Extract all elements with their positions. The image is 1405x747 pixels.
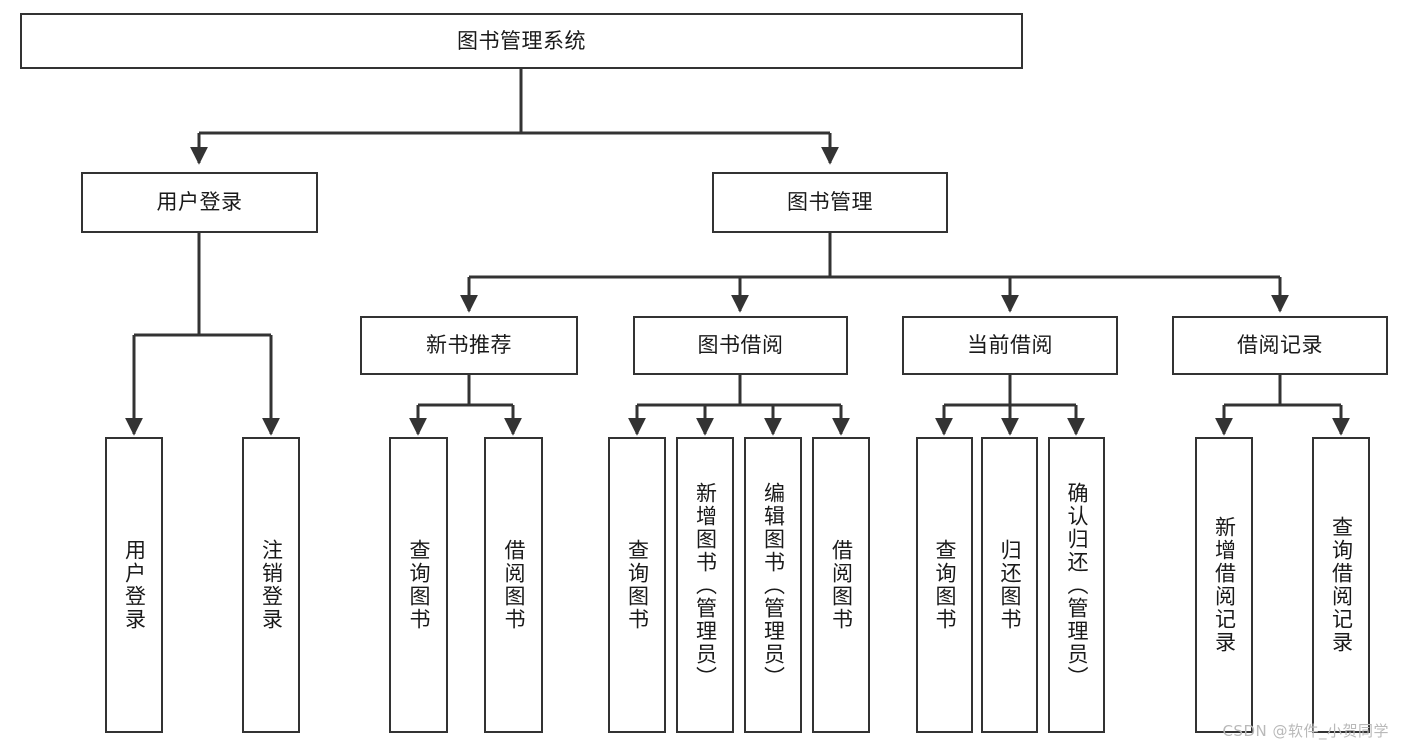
leaf-logout[interactable]: 注销登录 bbox=[242, 437, 300, 733]
leaf-logout-label: 注销登录 bbox=[259, 539, 284, 631]
leaf-user-login-label: 用户登录 bbox=[122, 539, 147, 631]
leaf-query-book-current[interactable]: 查询图书 bbox=[916, 437, 973, 733]
leaf-user-login[interactable]: 用户登录 bbox=[105, 437, 163, 733]
node-current-borrow[interactable]: 当前借阅 bbox=[902, 316, 1118, 375]
leaf-confirm-return-admin[interactable]: 确认归还（管理员） bbox=[1048, 437, 1105, 733]
node-borrow-records-label: 借阅记录 bbox=[1237, 333, 1323, 358]
node-new-book-recommend[interactable]: 新书推荐 bbox=[360, 316, 578, 375]
node-root[interactable]: 图书管理系统 bbox=[20, 13, 1023, 69]
node-current-borrow-label: 当前借阅 bbox=[967, 333, 1053, 358]
leaf-add-book-admin-label: 新增图书（管理员） bbox=[693, 481, 718, 689]
leaf-borrow-book[interactable]: 借阅图书 bbox=[812, 437, 870, 733]
leaf-return-book[interactable]: 归还图书 bbox=[981, 437, 1038, 733]
node-book-borrow[interactable]: 图书借阅 bbox=[633, 316, 848, 375]
node-book-borrow-label: 图书借阅 bbox=[697, 333, 784, 358]
node-user-login-label: 用户登录 bbox=[156, 190, 243, 215]
leaf-borrow-book-new[interactable]: 借阅图书 bbox=[484, 437, 543, 733]
leaf-query-book-borrow[interactable]: 查询图书 bbox=[608, 437, 666, 733]
leaf-confirm-return-admin-label: 确认归还（管理员） bbox=[1065, 481, 1089, 689]
leaf-borrow-book-label: 借阅图书 bbox=[829, 539, 854, 631]
node-book-management[interactable]: 图书管理 bbox=[712, 172, 948, 233]
leaf-edit-book-admin-label: 编辑图书（管理员） bbox=[761, 481, 786, 689]
leaf-query-borrow-record[interactable]: 查询借阅记录 bbox=[1312, 437, 1370, 733]
node-root-label: 图书管理系统 bbox=[457, 28, 586, 53]
leaf-query-book-borrow-label: 查询图书 bbox=[625, 539, 650, 631]
leaf-add-book-admin[interactable]: 新增图书（管理员） bbox=[676, 437, 734, 733]
leaf-add-borrow-record[interactable]: 新增借阅记录 bbox=[1195, 437, 1253, 733]
leaf-edit-book-admin[interactable]: 编辑图书（管理员） bbox=[744, 437, 802, 733]
leaf-borrow-book-new-label: 借阅图书 bbox=[502, 539, 526, 631]
leaf-query-book-new[interactable]: 查询图书 bbox=[389, 437, 448, 733]
node-book-management-label: 图书管理 bbox=[787, 190, 873, 215]
leaf-query-borrow-record-label: 查询借阅记录 bbox=[1329, 516, 1354, 654]
csdn-watermark: CSDN @软件_小贺同学 bbox=[1222, 722, 1389, 740]
node-new-book-recommend-label: 新书推荐 bbox=[426, 333, 512, 358]
leaf-add-borrow-record-label: 新增借阅记录 bbox=[1212, 516, 1237, 654]
node-borrow-records[interactable]: 借阅记录 bbox=[1172, 316, 1388, 375]
leaf-query-book-current-label: 查询图书 bbox=[933, 539, 957, 631]
leaf-query-book-new-label: 查询图书 bbox=[407, 539, 431, 631]
leaf-return-book-label: 归还图书 bbox=[998, 539, 1022, 631]
node-user-login[interactable]: 用户登录 bbox=[81, 172, 318, 233]
